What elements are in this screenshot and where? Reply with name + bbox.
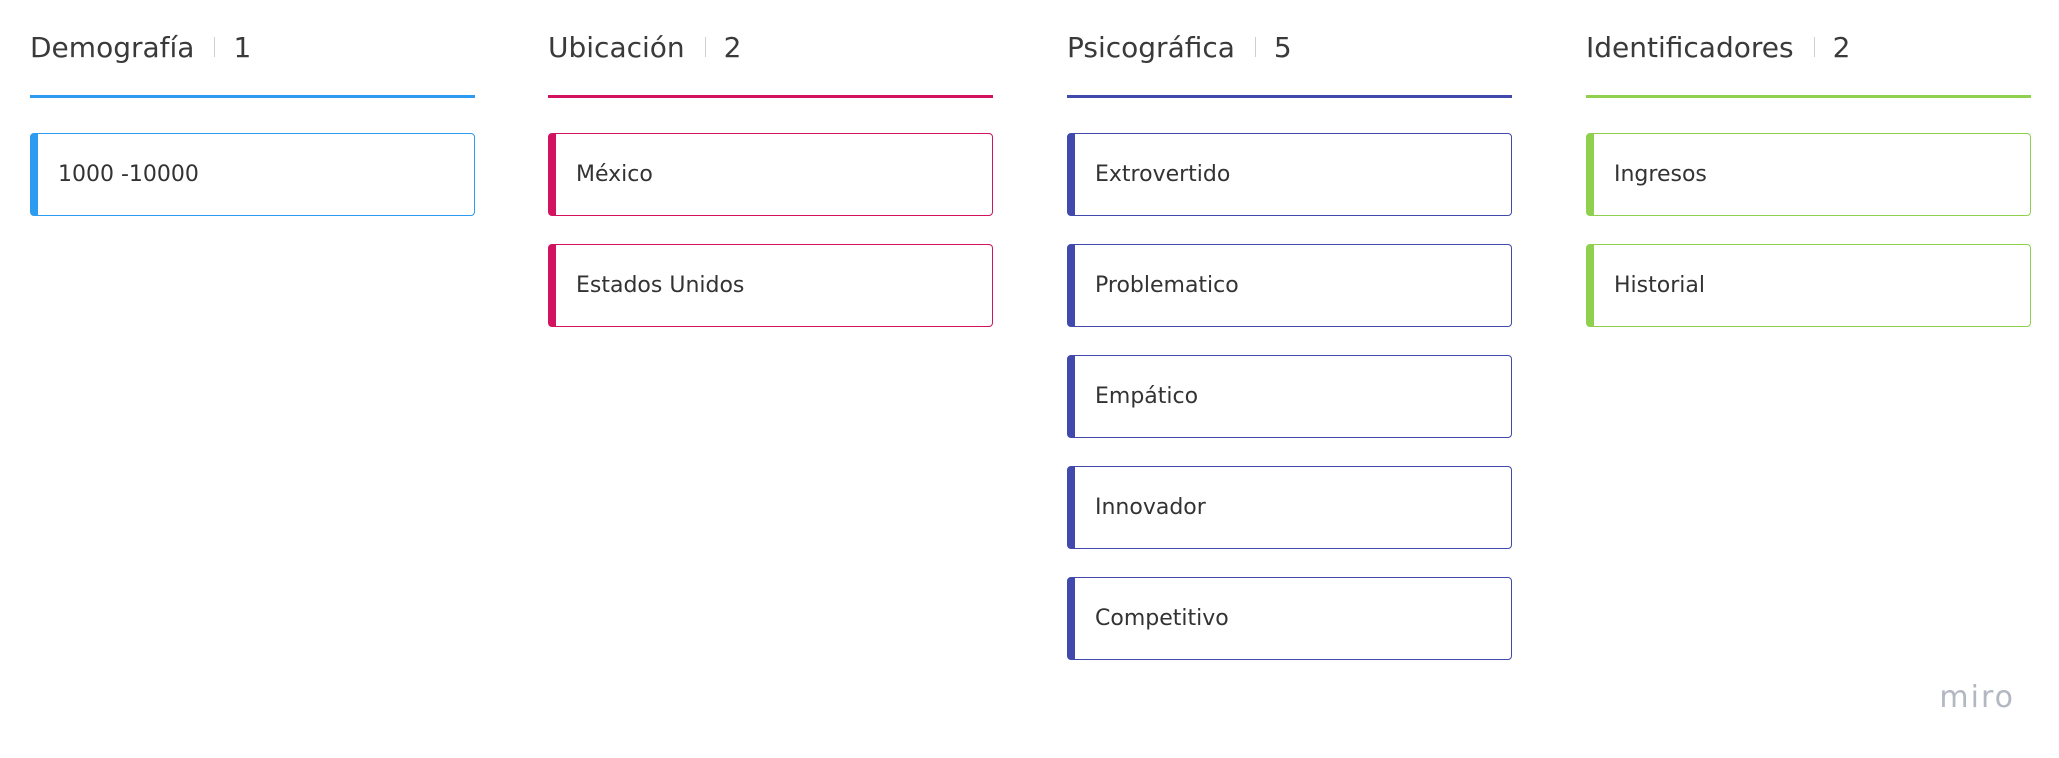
card[interactable]: Empático: [1067, 355, 1512, 438]
column-header[interactable]: Demografía 1: [30, 30, 251, 64]
column-underline: [30, 95, 475, 98]
card-label: Empático: [1095, 384, 1199, 409]
header-divider: [1254, 37, 1256, 57]
column-header[interactable]: Ubicación 2: [548, 30, 741, 64]
column-count: 2: [1832, 30, 1851, 64]
column-header[interactable]: Psicográfica 5: [1067, 30, 1292, 64]
miro-logo: miro: [1939, 680, 2015, 715]
card-label: México: [576, 162, 653, 187]
column-title: Demografía: [30, 30, 195, 64]
column-count: 1: [233, 30, 252, 64]
column-count: 2: [723, 30, 742, 64]
column-title: Identificadores: [1586, 30, 1794, 64]
card[interactable]: Competitivo: [1067, 577, 1512, 660]
header-divider: [1813, 37, 1815, 57]
card-label: Historial: [1614, 273, 1705, 298]
column-underline: [1586, 95, 2031, 98]
column-title: Ubicación: [548, 30, 685, 64]
card[interactable]: Historial: [1586, 244, 2031, 327]
card-label: Competitivo: [1095, 606, 1229, 631]
card[interactable]: Problematico: [1067, 244, 1512, 327]
card-label: Extrovertido: [1095, 162, 1231, 187]
column-title: Psicográfica: [1067, 30, 1235, 64]
card-label: Estados Unidos: [576, 273, 745, 298]
card-label: Ingresos: [1614, 162, 1707, 187]
card[interactable]: 1000 -10000: [30, 133, 475, 216]
column-count: 5: [1273, 30, 1292, 64]
card[interactable]: México: [548, 133, 993, 216]
header-divider: [704, 37, 706, 57]
header-divider: [214, 37, 216, 57]
column-header[interactable]: Identificadores 2: [1586, 30, 1850, 64]
card[interactable]: Estados Unidos: [548, 244, 993, 327]
card[interactable]: Extrovertido: [1067, 133, 1512, 216]
column-underline: [548, 95, 993, 98]
column-underline: [1067, 95, 1512, 98]
card-label: Innovador: [1095, 495, 1206, 520]
card-label: Problematico: [1095, 273, 1239, 298]
card[interactable]: Innovador: [1067, 466, 1512, 549]
card-label: 1000 -10000: [58, 162, 199, 187]
card[interactable]: Ingresos: [1586, 133, 2031, 216]
